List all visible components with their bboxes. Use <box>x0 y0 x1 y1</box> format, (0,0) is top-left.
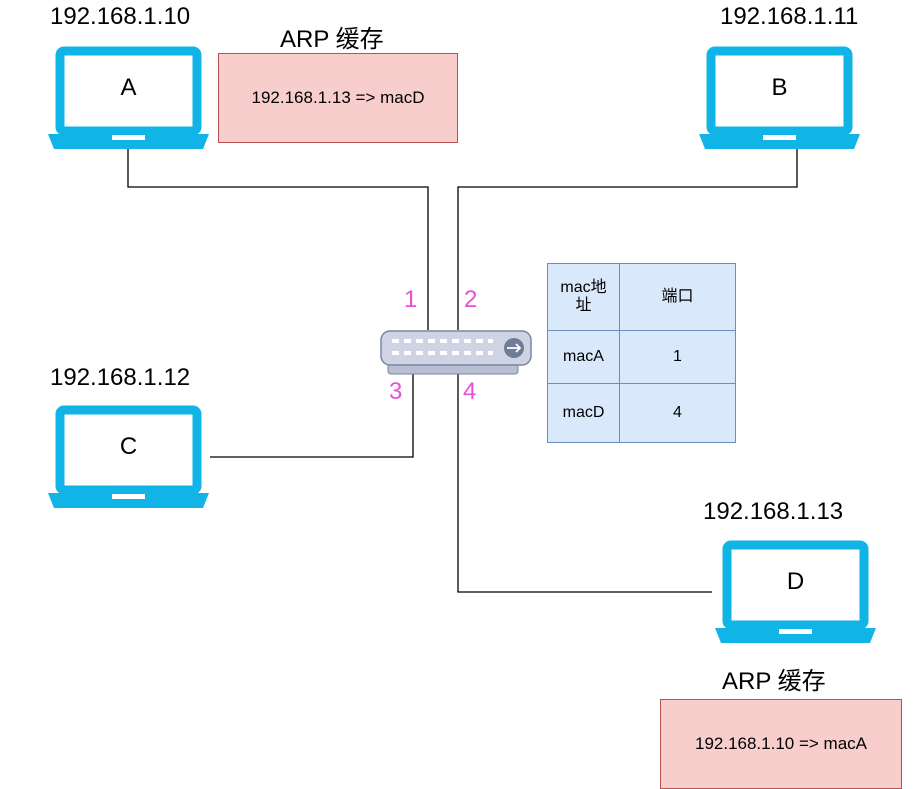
arp-cache-box-d: 192.168.1.10 => macA <box>660 699 902 789</box>
host-a-ip: 192.168.1.10 <box>50 3 191 30</box>
table-cell-port: 4 <box>619 383 736 443</box>
host-d-ip: 192.168.1.13 <box>703 498 844 525</box>
table-row: macD 4 <box>547 383 736 443</box>
port-label-3: 3 <box>389 378 403 405</box>
table-cell-mac: macA <box>547 330 620 384</box>
host-d-laptop[interactable]: D <box>713 540 878 645</box>
port-label-2: 2 <box>464 286 478 313</box>
wire-d-port-4 <box>457 372 712 593</box>
table-header-port: 端口 <box>619 263 736 331</box>
host-b-ip: 192.168.1.11 <box>720 3 859 30</box>
host-c-ip: 192.168.1.12 <box>50 364 191 391</box>
host-c-laptop[interactable]: C <box>46 405 211 510</box>
table-cell-port: 1 <box>619 330 736 384</box>
wire-a-port-1 <box>127 148 429 330</box>
arp-cache-title-d: ARP 缓存 <box>722 668 826 695</box>
arp-cache-title-a: ARP 缓存 <box>280 26 384 53</box>
arp-cache-box-a: 192.168.1.13 => macD <box>218 53 458 143</box>
mac-address-table: mac地址 端口 macA 1 macD 4 <box>547 263 736 443</box>
arp-cache-entry-d: 192.168.1.10 => macA <box>694 734 868 753</box>
host-b-label: B <box>771 74 788 101</box>
table-header-mac: mac地址 <box>547 263 620 331</box>
wire-c-port-3 <box>210 372 414 458</box>
host-c-label: C <box>119 433 138 460</box>
port-label-4: 4 <box>463 378 477 405</box>
table-cell-mac: macD <box>547 383 620 443</box>
port-label-1: 1 <box>404 286 418 313</box>
arp-cache-entry-a: 192.168.1.13 => macD <box>251 88 425 107</box>
table-header-row: mac地址 端口 <box>547 263 736 331</box>
host-b-laptop[interactable]: B <box>697 46 862 151</box>
laptop-icon <box>48 405 209 508</box>
laptop-icon <box>715 540 876 643</box>
wire-b-port-2 <box>457 148 798 330</box>
host-a-label: A <box>120 74 137 101</box>
host-d-label: D <box>786 568 805 595</box>
table-row: macA 1 <box>547 330 736 384</box>
laptop-icon <box>699 46 860 149</box>
network-switch-icon[interactable] <box>380 330 535 376</box>
host-a-laptop[interactable]: A <box>46 46 211 151</box>
laptop-icon <box>48 46 209 149</box>
